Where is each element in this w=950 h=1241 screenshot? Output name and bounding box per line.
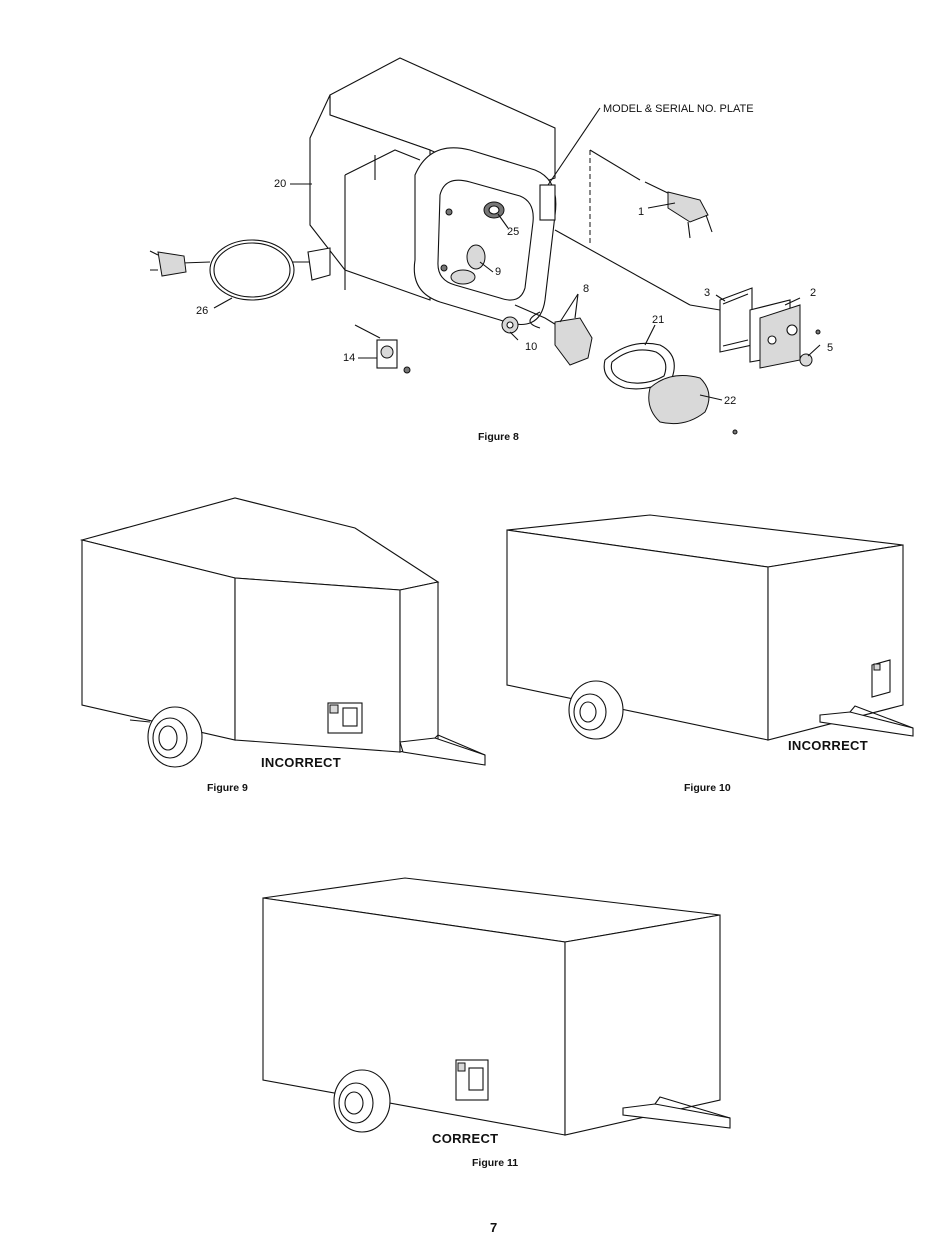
figure-11-caption: Figure 11: [472, 1157, 518, 1169]
figure-11-trailer-box: [0, 0, 950, 1200]
page-number: 7: [490, 1220, 497, 1235]
figure-11-verdict: CORRECT: [432, 1131, 498, 1146]
